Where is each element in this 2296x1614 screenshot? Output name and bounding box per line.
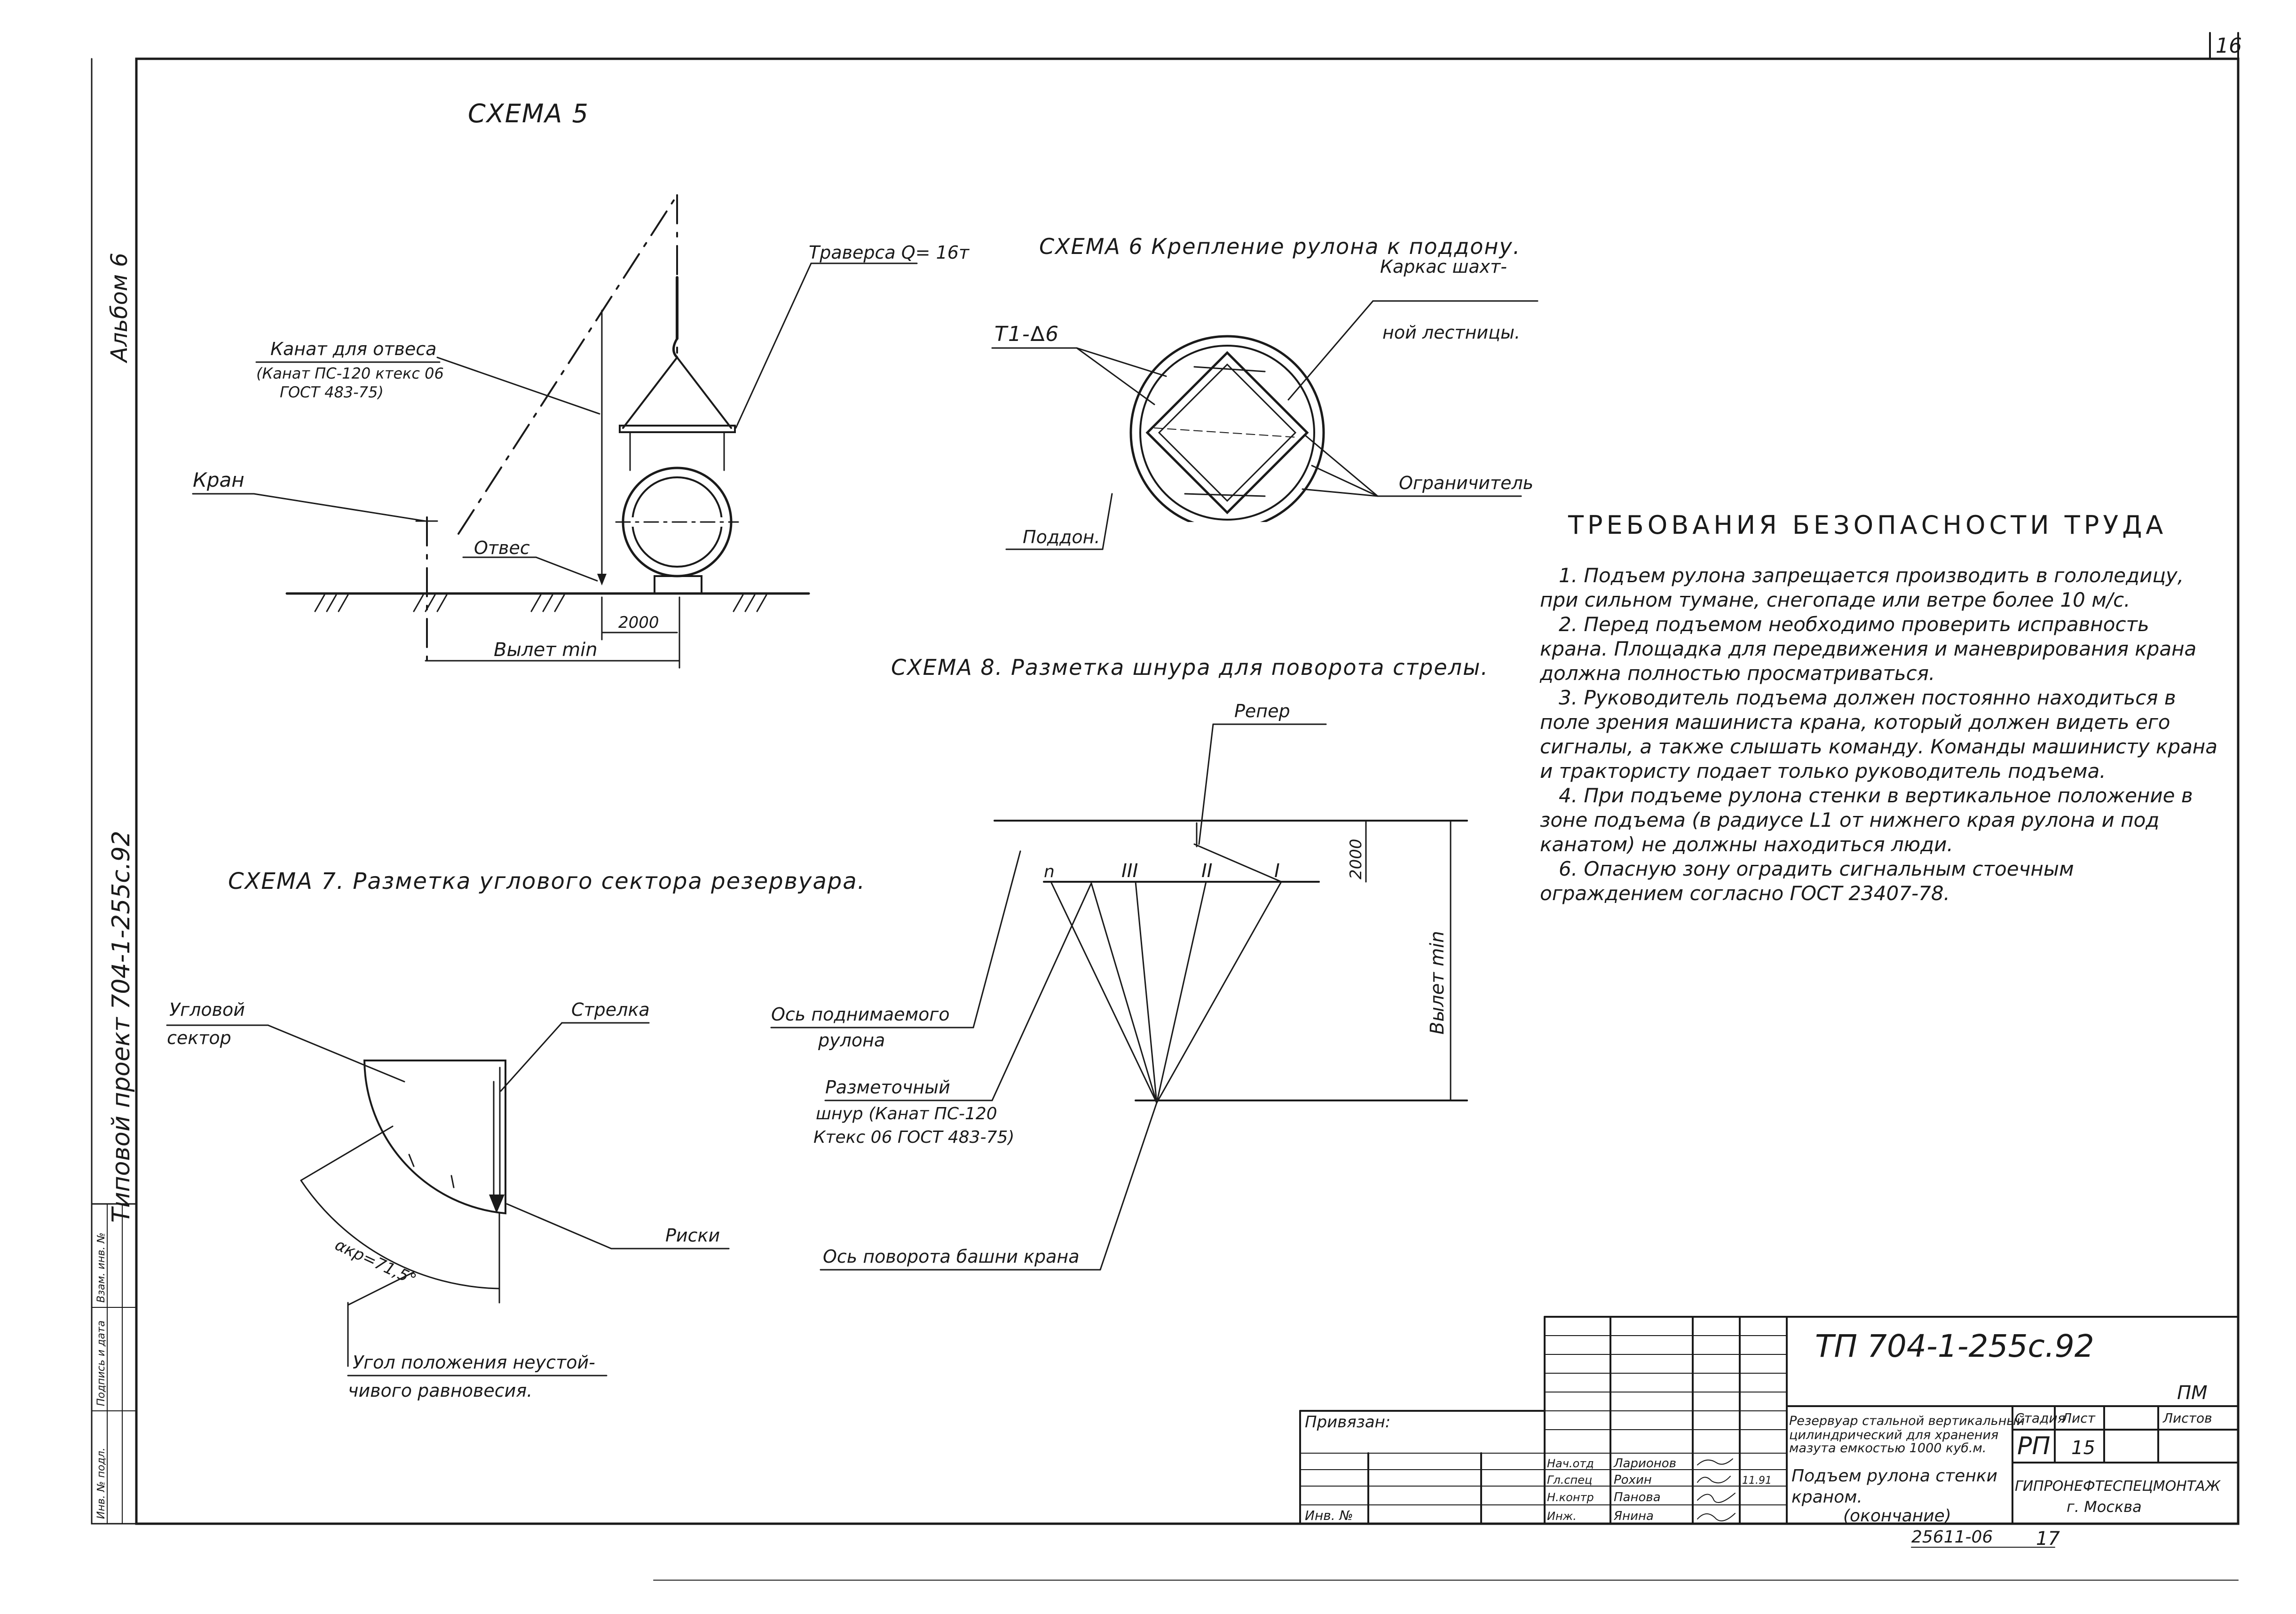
sector-label-2: сектор: [167, 1028, 231, 1048]
stage-header: Стадия: [2015, 1410, 2065, 1426]
signature-1: [1697, 1458, 1733, 1465]
unstable-label-2: чивого равновесия.: [348, 1380, 532, 1401]
rope-label-3: ГОСТ 483-75): [280, 383, 384, 401]
mark-n: n: [1044, 862, 1055, 881]
corner-sector: [363, 1060, 506, 1215]
requirement-6: 6. Опасную зону оградить сигнальным стое…: [1540, 857, 2074, 905]
mark-II: II: [1201, 860, 1213, 882]
signature-2: [1697, 1476, 1731, 1484]
scheme8-dim-2000: 2000: [1347, 839, 1365, 879]
role-1: Нач.отд: [1547, 1457, 1594, 1470]
scheme5-title: СХЕМА 5: [468, 99, 589, 128]
scheme-6: СХЕМА 6 Крепление рулона к поддону. Т1-∆…: [991, 234, 1539, 550]
sheet-number: 16: [2216, 34, 2242, 58]
inv-label-3: Взам. инв. №: [95, 1233, 107, 1303]
role-3: Н.контр: [1547, 1491, 1594, 1504]
organization-1: ГИПРОНЕФТЕСПЕЦМОНТАЖ: [2015, 1478, 2221, 1495]
inv-label-2: Подпись и дата: [95, 1321, 107, 1406]
scheme-5: СХЕМА 5: [192, 99, 970, 669]
sector-label-1: Угловой: [169, 999, 245, 1020]
rope-label-1: Канат для отвеса: [270, 339, 436, 359]
ladder-frame: [1145, 351, 1309, 514]
scheme-7: СХЕМА 7. Разметка углового сектора резер…: [166, 868, 866, 1401]
tower-axis-label: Ось поворота башни крана: [823, 1246, 1080, 1267]
sheet-name-3: (окончание): [1843, 1506, 1951, 1526]
album-label: Альбом 6: [106, 253, 133, 364]
requirement-1: 1. Подъем рулона запрещается производить…: [1540, 564, 2184, 611]
traverse-label: Траверса Q= 16т: [809, 242, 970, 263]
cord-label-1: Разметочный: [825, 1077, 950, 1098]
mark-III: III: [1121, 860, 1138, 882]
inv-label-1: Инв. № подл.: [95, 1448, 107, 1519]
name-3: Панова: [1614, 1490, 1661, 1504]
scheme6-title: СХЕМА 6 Крепление рулона к поддону.: [1039, 234, 1521, 259]
arrow-tip: [489, 1195, 505, 1213]
name-2: Рохин: [1614, 1473, 1652, 1487]
sheet-name-2: краном.: [1791, 1487, 1862, 1507]
cord-label-3: Ктекс 06 ГОСТ 483-75): [813, 1128, 1014, 1147]
object-name-1: Резервуар стальной вертикальный: [1789, 1414, 2025, 1428]
crane-label: Кран: [193, 468, 245, 491]
sheet-value: 15: [2071, 1437, 2095, 1459]
title-block: [1299, 1316, 2239, 1525]
scheme5-dim-2000: 2000: [618, 613, 659, 632]
requirement-4: 4. При подъеме рулона стенки в вертикаль…: [1540, 784, 2193, 856]
cord-label-2: шнур (Канат ПС-120: [816, 1104, 997, 1123]
requirements-title: ТРЕБОВАНИЯ БЕЗОПАСНОСТИ ТРУДА: [1568, 510, 2167, 540]
pallet-label: Поддон.: [1023, 527, 1100, 547]
limiter-label: Ограничитель: [1399, 473, 1533, 493]
sheets-header: Листов: [2162, 1410, 2212, 1426]
roll-section-inner: [1139, 345, 1315, 521]
sheet-frame: [135, 57, 2240, 1525]
axis-roll-label-1: Ось поднимаемого: [771, 1004, 950, 1025]
plumb-label: Отвес: [474, 538, 530, 558]
stage-value: РП: [2017, 1432, 2050, 1460]
signature-4: [1697, 1513, 1736, 1521]
doc-code: ТП 704-1-255с.92: [1815, 1328, 2094, 1364]
role-2: Гл.спец: [1547, 1473, 1592, 1487]
crane-boom: [458, 194, 678, 535]
archive-number: 25611-06: [1911, 1527, 1993, 1547]
object-name-3: мазута емкостью 1000 куб.м.: [1789, 1441, 1986, 1456]
project-label: Типовой проект 704-1-255с.92: [107, 831, 135, 1223]
scheme5-reach-label: Вылет min: [494, 639, 598, 661]
frame-label-2: ной лестницы.: [1382, 322, 1520, 343]
arrow-label: Стрелка: [571, 999, 650, 1020]
name-1: Ларионов: [1613, 1456, 1676, 1471]
marks-label: Риски: [665, 1225, 720, 1246]
rope-label-2: (Канат ПС-120 ктекс 06: [256, 364, 444, 382]
role-4: Инж.: [1547, 1510, 1577, 1523]
inv-label: Инв. №: [1305, 1508, 1353, 1523]
sheet-name-1: Подъем рулона стенки: [1791, 1466, 1997, 1486]
frame-label-1: Каркас шахт-: [1380, 256, 1507, 277]
archive-sheet: 17: [2036, 1528, 2060, 1550]
sheet-header: Лист: [2061, 1410, 2096, 1426]
requirement-3: 3. Руководитель подъема должен постоянно…: [1540, 686, 2218, 783]
bound-label: Привязан:: [1305, 1413, 1390, 1432]
name-4: Янина: [1613, 1509, 1654, 1523]
traverse: [619, 425, 736, 433]
date-2: 11.91: [1742, 1475, 1772, 1487]
scheme8-title: СХЕМА 8. Разметка шнура для поворота стр…: [891, 655, 1489, 680]
inventory-stamp: [91, 1203, 137, 1525]
signature-3: [1697, 1493, 1736, 1503]
unstable-angle-arc: [300, 1179, 500, 1290]
doc-suffix: ПМ: [2177, 1382, 2208, 1404]
plumb-bob: [597, 574, 607, 585]
unstable-label-1: Угол положения неустой-: [353, 1352, 595, 1373]
weld-label: Т1-∆6: [994, 322, 1059, 346]
requirement-2: 2. Перед подъемом необходимо проверить и…: [1540, 613, 2197, 685]
mark-I: I: [1274, 860, 1280, 882]
organization-2: г. Москва: [2067, 1498, 2142, 1516]
scheme-8: СХЕМА 8. Разметка шнура для поворота стр…: [770, 655, 1489, 1271]
benchmark-label: Репер: [1234, 701, 1290, 721]
scheme8-reach-label: Вылет min: [1427, 931, 1448, 1035]
angle-label: αкр=71,5°: [332, 1235, 419, 1290]
scheme7-title: СХЕМА 7. Разметка углового сектора резер…: [228, 868, 866, 894]
pallet: [654, 575, 702, 594]
object-name-2: цилиндрический для хранения: [1789, 1428, 1998, 1442]
requirements-block: ТРЕБОВАНИЯ БЕЗОПАСНОСТИ ТРУДА 1. Подъем …: [1540, 510, 2222, 906]
axis-roll-label-2: рулона: [818, 1030, 885, 1051]
